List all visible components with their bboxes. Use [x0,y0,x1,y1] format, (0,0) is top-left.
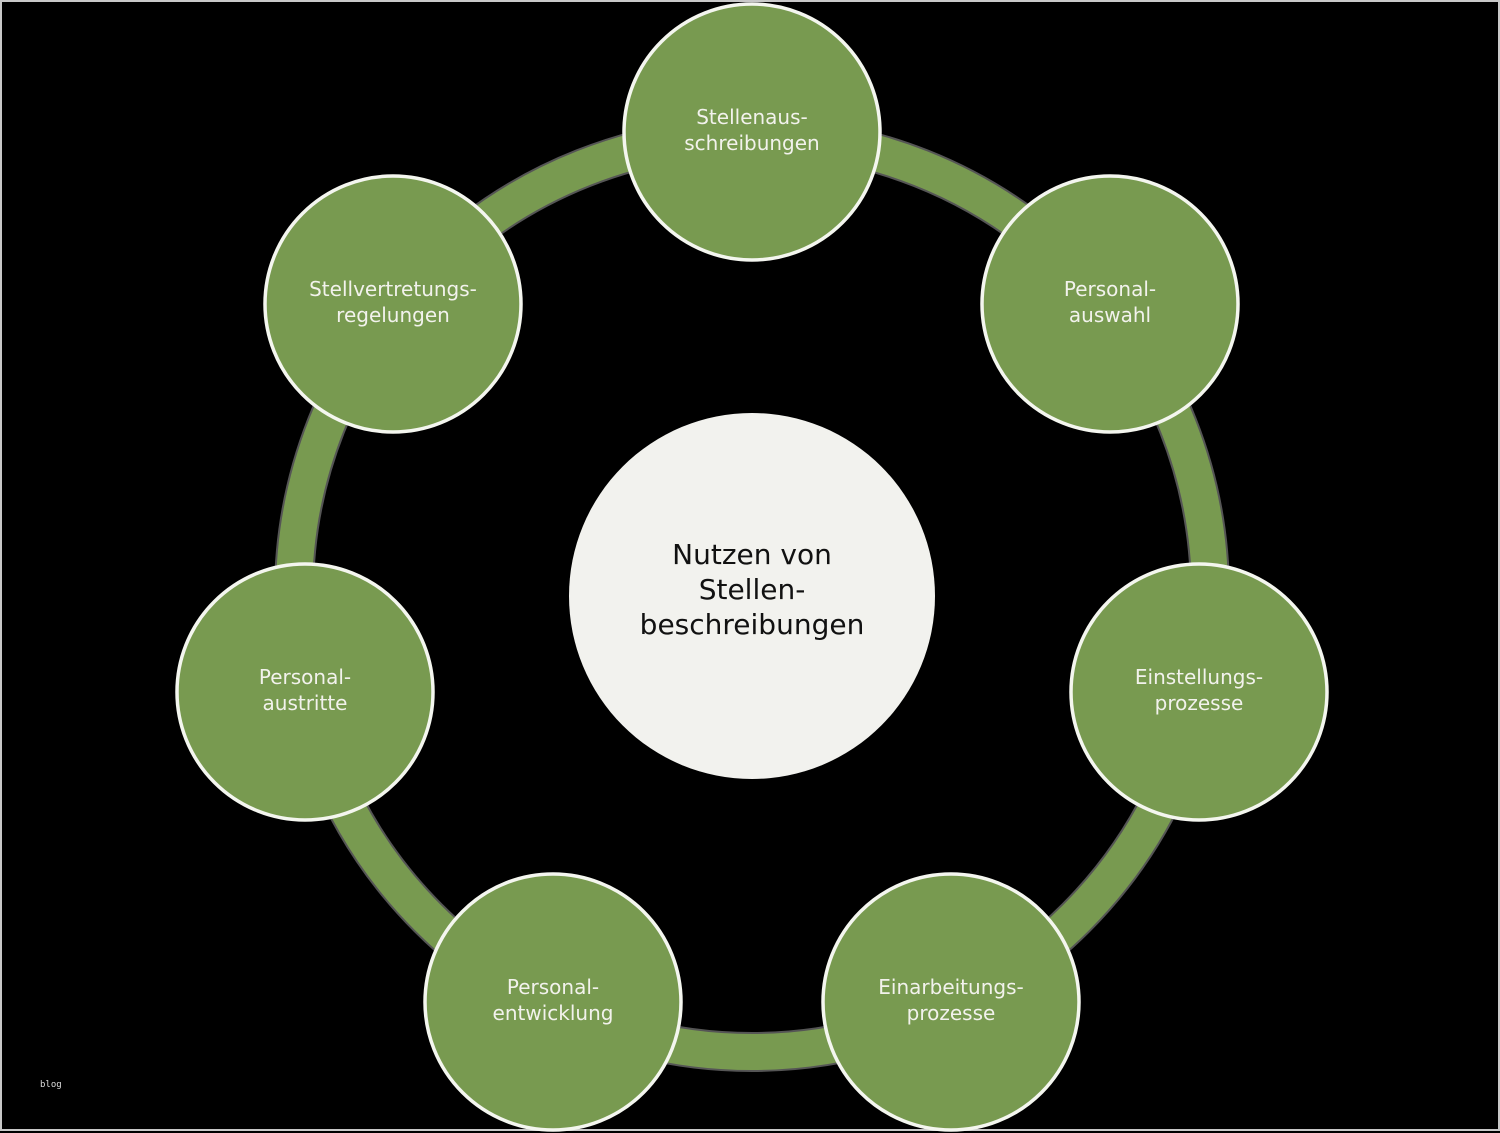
node-circle [1069,562,1329,822]
node-einarbeitungsprozesse: Einarbeitungs-prozesse [821,872,1081,1132]
center-circle [569,413,935,779]
watermark-text: blog [40,1080,62,1090]
node-label-line: Personal- [259,665,351,689]
node-label-line: entwicklung [493,1001,614,1025]
node-personalauswahl: Personal-auswahl [980,174,1240,434]
node-personalentwicklung: Personal-entwicklung [423,872,683,1132]
center-label-line: Stellen- [699,573,806,606]
cycle-nodes: Stellenaus-schreibungenPersonal-auswahlE… [175,2,1329,1132]
node-label-line: schreibungen [684,131,819,155]
node-circle [175,562,435,822]
center-label-line: Nutzen von [672,538,832,571]
node-label-line: Einarbeitungs- [878,975,1023,999]
node-circle [622,2,882,262]
node-personalaustritte: Personal-austritte [175,562,435,822]
node-label-line: Einstellungs- [1135,665,1263,689]
node-label-line: Personal- [1064,277,1156,301]
node-label-line: Personal- [507,975,599,999]
node-label-line: Stellvertretungs- [309,277,477,301]
node-einstellungsprozesse: Einstellungs-prozesse [1069,562,1329,822]
node-label-line: prozesse [907,1001,996,1025]
node-label-line: Stellenaus- [696,105,808,129]
node-circle [980,174,1240,434]
node-stellenausschreibungen: Stellenaus-schreibungen [622,2,882,262]
center-label-line: beschreibungen [640,608,865,641]
node-label-line: prozesse [1155,691,1244,715]
node-label-line: auswahl [1069,303,1151,327]
node-circle [821,872,1081,1132]
node-circle [263,174,523,434]
node-label-line: austritte [263,691,348,715]
node-circle [423,872,683,1132]
node-stellvertretungsregelungen: Stellvertretungs-regelungen [263,174,523,434]
node-label-line: regelungen [336,303,450,327]
